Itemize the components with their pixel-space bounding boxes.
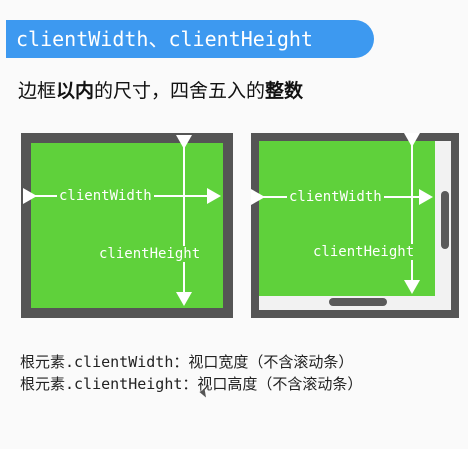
dimension-arrows (23, 135, 221, 306)
client-height-description: 根元素.clientHeight：视口高度（不含滚动条） (20, 373, 362, 394)
content-area: clientWidth clientHeight (23, 135, 223, 308)
element-border-with-scroll: clientWidth clientHeight (251, 133, 459, 318)
vertical-scrollbar[interactable] (441, 191, 449, 249)
client-width-code: 根元素.clientWidth (20, 353, 174, 371)
subtitle-text-2: 的尺寸，四舍五入的 (94, 80, 266, 102)
client-width-text: ：视口宽度（不含滚动条） (173, 353, 354, 371)
height-label: clientHeight (311, 244, 417, 260)
subtitle-text-1: 边框 (18, 80, 57, 102)
scroll-container: clientWidth clientHeight (251, 133, 451, 310)
subtitle-emphasis-1: 以内 (56, 80, 95, 102)
content-area: clientWidth clientHeight (251, 133, 435, 296)
subtitle: 边框以内的尺寸，四舍五入的整数 (18, 76, 303, 103)
slide-title: clientWidth、clientHeight (6, 20, 374, 58)
dimension-arrows (251, 133, 433, 294)
subtitle-emphasis-2: 整数 (265, 80, 304, 102)
client-width-description: 根元素.clientWidth：视口宽度（不含滚动条） (20, 351, 353, 372)
client-height-text: ：视口高度（不含滚动条） (182, 375, 363, 393)
client-height-code: 根元素.clientHeight (20, 375, 183, 393)
width-label: clientWidth (57, 188, 154, 204)
horizontal-scrollbar[interactable] (329, 298, 387, 306)
width-label: clientWidth (287, 189, 384, 205)
element-border-no-scroll: clientWidth clientHeight (21, 133, 233, 318)
height-label: clientHeight (97, 246, 203, 262)
